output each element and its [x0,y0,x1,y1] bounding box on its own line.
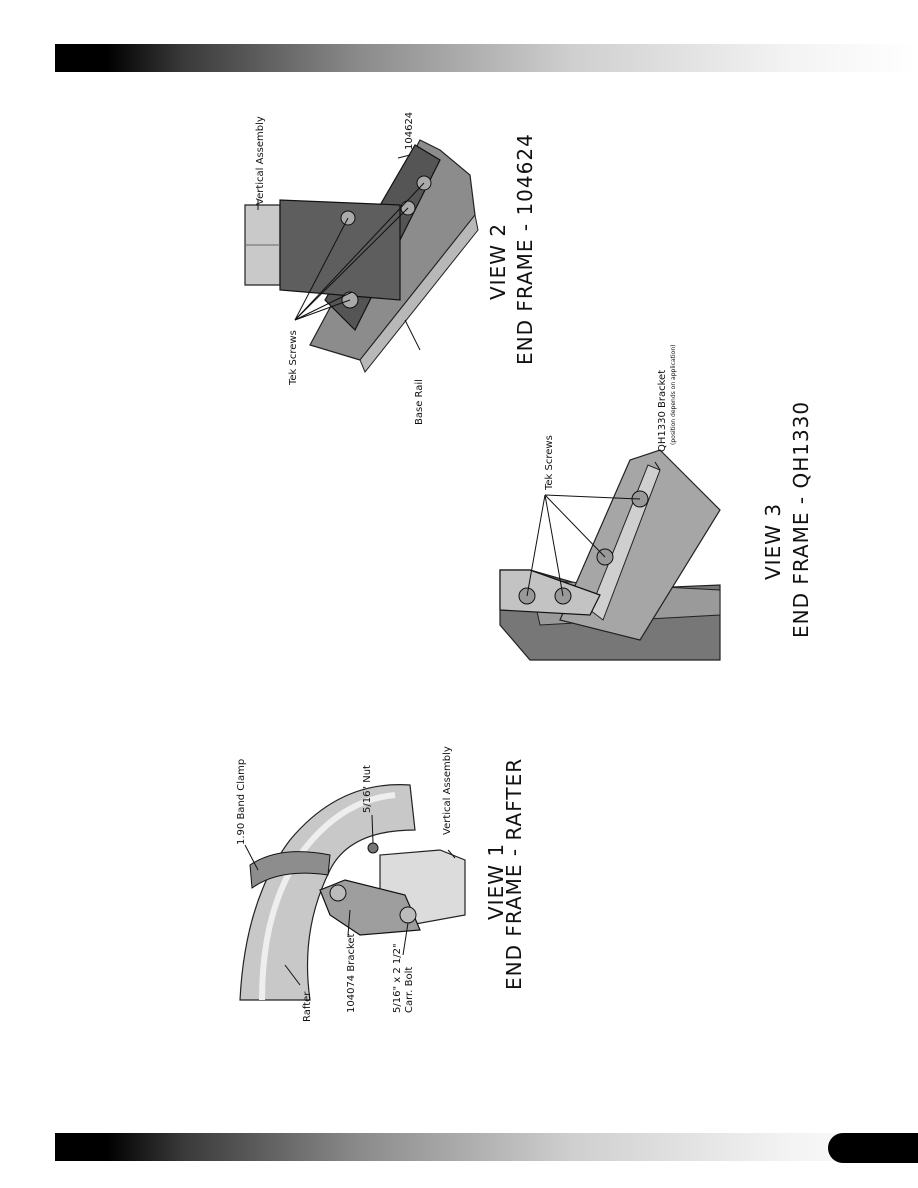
view1-title-line1: VIEW 1 [484,843,508,920]
view1-bracket-label: 104074 Bracket [346,933,357,1013]
view2-illustration [244,139,479,373]
view3-title-line2: END FRAME - QH1330 [789,401,813,638]
view3-illustration [499,449,721,661]
view3-title-line1: VIEW 3 [761,503,785,580]
view1-illustration [239,784,466,1001]
view1-bolt-label-line2: Carr. Bolt [404,967,415,1013]
view3-bracket-label: QH1330 Bracket [657,370,668,452]
view2-part-number-label: 104624 [404,112,415,150]
view1-band-clamp-label: 1.90 Band Clamp [236,759,247,845]
view1-bolt-label-line1: 5/16" x 2 1/2" [392,943,403,1013]
view2-title-line1: VIEW 2 [486,223,510,300]
view1-nut-label: 5/16" Nut [362,765,373,813]
header-gradient-bar [55,44,918,72]
view1-title-line2: END FRAME - RAFTER [502,758,526,990]
view2-vertical-assembly-label: Vertical Assembly [255,116,266,205]
view2-title-line2: END FRAME - 104624 [513,133,537,365]
footer-gradient-bar [55,1133,918,1161]
page-number-tab [828,1133,918,1163]
view2-base-rail-label: Base Rail [414,379,425,425]
view1-vertical-assembly-label: Vertical Assembly [442,746,453,835]
view3-bracket-note: (position depends on application) [670,345,677,445]
view2-tek-screws-label: Tek Screws [288,330,299,386]
view1-rafter-label: Rafter [302,991,313,1022]
view3-tek-screws-label: Tek Screws [544,435,555,491]
